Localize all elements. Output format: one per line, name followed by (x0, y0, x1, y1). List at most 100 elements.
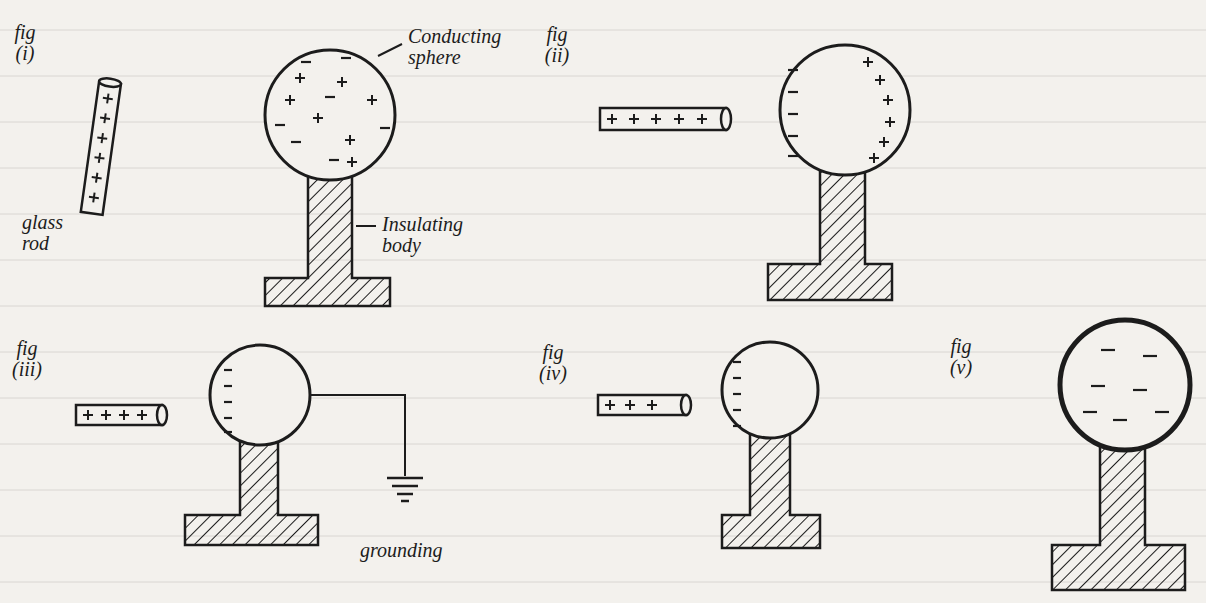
minus-charge (788, 155, 798, 157)
plus-charge (605, 400, 615, 410)
plus-charge (651, 114, 661, 124)
leader-line (356, 225, 376, 227)
minus-charge (341, 57, 351, 59)
plus-charge (119, 410, 129, 420)
figures (76, 44, 1190, 590)
minus-charge (380, 127, 390, 129)
ruled-line (0, 582, 1206, 583)
plus-charge (879, 137, 889, 147)
plus-charge (137, 410, 147, 420)
minus-charge (733, 393, 741, 395)
part-label: Insulating body (382, 214, 502, 256)
minus-charge (733, 377, 741, 379)
insulating-stand (722, 432, 820, 548)
glass-rod (76, 405, 167, 425)
part-label: Conducting sphere (408, 26, 528, 68)
plus-charge (697, 114, 707, 124)
plus-charge (347, 157, 357, 167)
minus-charge (1155, 411, 1169, 413)
ruled-lines (0, 30, 1206, 582)
plus-charge (883, 95, 893, 105)
insulating-stand (1052, 445, 1185, 590)
minus-charge (733, 425, 741, 427)
plus-charge (83, 410, 93, 420)
conducting-sphere (1060, 320, 1190, 450)
leader-line (378, 44, 402, 56)
plus-charge (97, 132, 108, 143)
glass-rod (81, 77, 122, 215)
insulating-stand (768, 170, 892, 300)
figure-label: fig (i) (8, 22, 42, 64)
plus-charge (625, 400, 635, 410)
minus-charge (788, 135, 798, 137)
minus-charge (1101, 349, 1115, 351)
minus-charge (1143, 355, 1157, 357)
glass-rod (600, 108, 731, 130)
minus-charge (1083, 411, 1097, 413)
figure-label: fig (v) (944, 336, 978, 378)
ground-symbol (401, 500, 409, 503)
glass-rod (598, 395, 691, 415)
insulating-stand (265, 170, 390, 306)
plus-charge (607, 114, 617, 124)
plus-charge (367, 95, 377, 105)
minus-charge (275, 124, 285, 126)
plus-charge (88, 192, 99, 203)
plus-charge (337, 77, 347, 87)
minus-charge (788, 113, 798, 115)
plus-charge (629, 114, 639, 124)
ruled-line (0, 168, 1206, 169)
minus-charge (1113, 419, 1127, 421)
figure-label: fig (iii) (10, 338, 44, 380)
figure-label: fig (iv) (536, 342, 570, 384)
plus-charge (295, 73, 305, 83)
minus-charge (224, 431, 232, 433)
ruled-line (0, 490, 1206, 491)
plus-charge (875, 75, 885, 85)
minus-charge (301, 61, 311, 63)
ruled-line (0, 306, 1206, 307)
minus-charge (224, 369, 232, 371)
ruled-line (0, 536, 1206, 537)
ground-wire (310, 395, 405, 476)
part-label: glass rod (22, 212, 82, 254)
plus-charge (885, 117, 895, 127)
minus-charge (325, 96, 335, 98)
minus-charge (1133, 389, 1147, 391)
conducting-sphere (780, 45, 910, 175)
minus-charge (733, 361, 741, 363)
minus-charge (224, 401, 232, 403)
conducting-sphere (210, 345, 310, 445)
ground-symbol (392, 485, 418, 488)
ruled-line (0, 76, 1206, 77)
minus-charge (788, 91, 798, 93)
ruled-line (0, 352, 1206, 353)
minus-charge (224, 385, 232, 387)
conducting-sphere (265, 50, 395, 180)
ground-symbol (387, 477, 423, 480)
plus-charge (647, 400, 657, 410)
minus-charge (1091, 385, 1105, 387)
ground-symbol (397, 493, 413, 496)
figure-label: fig (ii) (540, 24, 574, 66)
ruled-line (0, 444, 1206, 445)
ruled-line (0, 260, 1206, 261)
plus-charge (91, 172, 102, 183)
plus-charge (345, 135, 355, 145)
part-label: grounding (360, 540, 470, 561)
minus-charge (733, 409, 741, 411)
minus-charge (329, 159, 339, 161)
conducting-sphere (722, 342, 818, 438)
plus-charge (863, 57, 873, 67)
insulating-stand (185, 440, 318, 545)
ruled-line (0, 214, 1206, 215)
plus-charge (94, 152, 105, 163)
plus-charge (285, 95, 295, 105)
ruled-line (0, 30, 1206, 31)
plus-charge (99, 113, 110, 124)
plus-charge (869, 153, 879, 163)
minus-charge (224, 417, 232, 419)
minus-charge (291, 141, 301, 143)
minus-charge (788, 69, 798, 71)
